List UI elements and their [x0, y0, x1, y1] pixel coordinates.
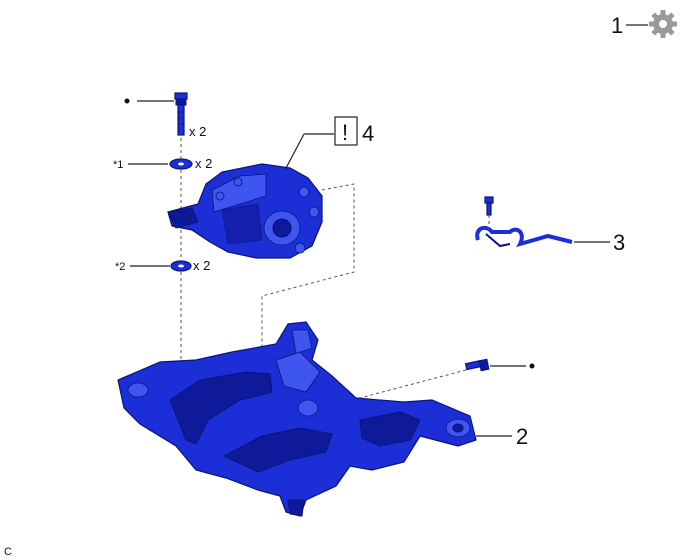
differential-unit	[167, 163, 323, 259]
warning-symbol: !	[342, 120, 348, 145]
callout-4-leader-a	[284, 133, 305, 171]
callout-4: 4	[362, 121, 374, 146]
warning-box	[334, 116, 358, 146]
figure-code: C	[4, 546, 12, 558]
bolt-quantity: x 2	[189, 124, 206, 139]
note-1-label: *1	[113, 159, 123, 171]
sub-frame	[117, 321, 477, 517]
washer2-quantity: x 2	[193, 258, 210, 273]
wire-harness	[475, 196, 573, 248]
dot-marker-icon	[529, 363, 535, 369]
alignment-line-4	[261, 183, 355, 427]
callout-1: 1	[611, 13, 623, 38]
note-2-label: *2	[115, 261, 125, 273]
gear-icon	[649, 10, 677, 38]
dot-marker-icon	[124, 98, 130, 104]
washer-2	[170, 260, 192, 272]
callout-2: 2	[516, 424, 528, 449]
side-bolt	[464, 358, 490, 372]
washer1-quantity: x 2	[195, 156, 212, 171]
callout-3: 3	[613, 230, 625, 255]
washer-1	[169, 158, 193, 170]
bolt	[174, 92, 188, 136]
alignment-line-6	[351, 369, 467, 401]
